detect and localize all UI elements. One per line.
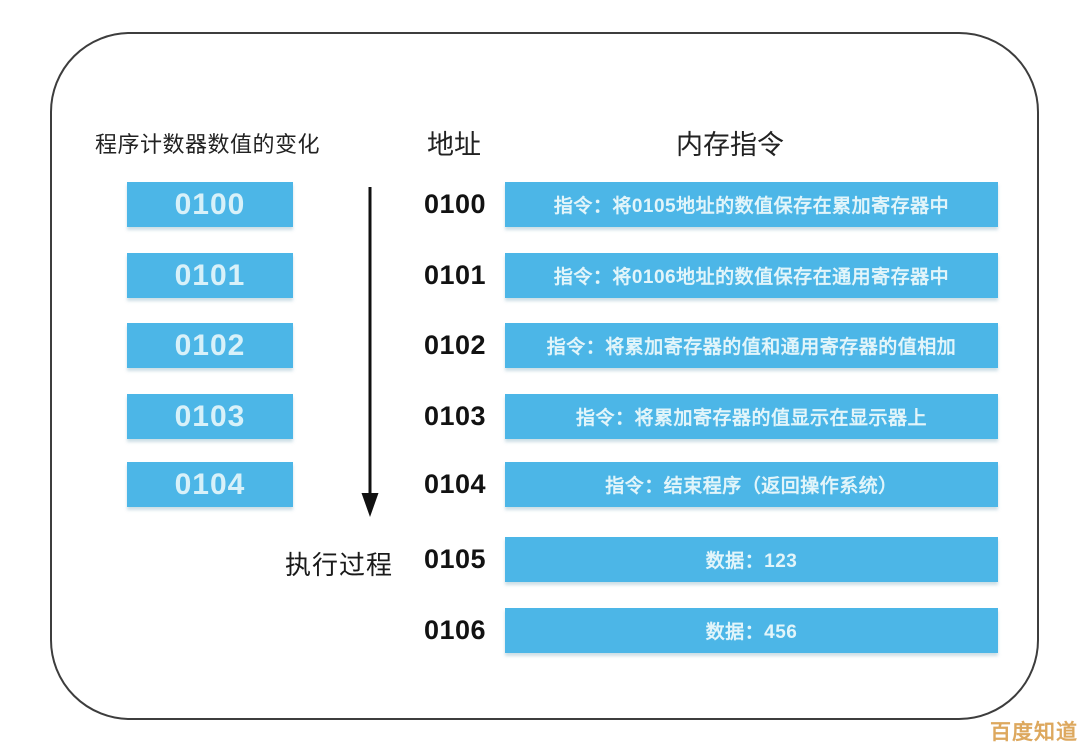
pc-box: 0102 (127, 323, 293, 368)
down-arrow-icon (361, 187, 379, 517)
rounded-frame (50, 32, 1039, 720)
address-label: 0104 (424, 469, 487, 499)
program-counter-header: 程序计数器数值的变化 (95, 132, 321, 157)
memory-bar: 指令：将0106地址的数值保存在通用寄存器中 (505, 253, 998, 298)
memory-bar: 指令：将0105地址的数值保存在累加寄存器中 (505, 182, 998, 227)
memory-bar: 指令：将累加寄存器的值和通用寄存器的值相加 (505, 323, 998, 368)
pc-box: 0104 (127, 462, 293, 507)
pc-box: 0101 (127, 253, 293, 298)
address-label: 0101 (424, 260, 487, 290)
memory-bar: 数据：456 (505, 608, 998, 653)
watermark: 百度知道 (990, 721, 1078, 744)
address-label: 0100 (424, 189, 487, 219)
address-label: 0105 (424, 544, 487, 574)
memory-bar: 指令：结束程序（返回操作系统） (505, 462, 998, 507)
execution-label: 执行过程 (285, 550, 394, 580)
pc-box: 0103 (127, 394, 293, 439)
address-label: 0103 (424, 401, 487, 431)
address-label: 0106 (424, 615, 487, 645)
address-header: 地址 (427, 130, 481, 160)
instruction-header: 内存指令 (676, 130, 784, 160)
pc-box: 0100 (127, 182, 293, 227)
memory-bar: 数据：123 (505, 537, 998, 582)
memory-bar: 指令：将累加寄存器的值显示在显示器上 (505, 394, 998, 439)
address-label: 0102 (424, 330, 487, 360)
